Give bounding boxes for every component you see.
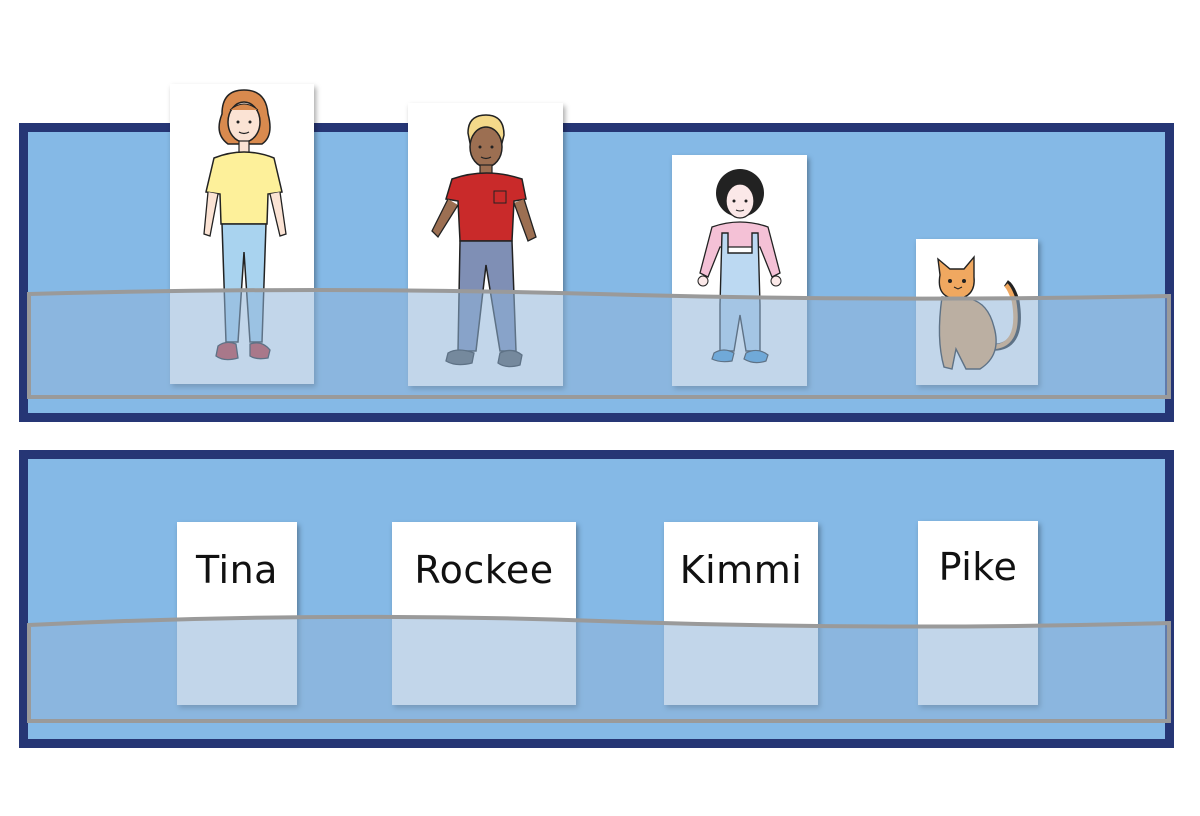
name-card-rockee[interactable]: Rockee [392, 522, 576, 705]
boy-red-shirt-icon [431, 114, 537, 368]
girl-yellow-shirt-icon [203, 89, 287, 361]
picture-card-kimmi[interactable] [672, 155, 807, 386]
orange-cat-icon [937, 255, 1021, 370]
picture-card-tina[interactable] [170, 84, 314, 384]
name-card-tina[interactable]: Tina [177, 522, 297, 705]
picture-card-rockee[interactable] [408, 103, 563, 386]
name-label: Rockee [414, 548, 554, 592]
child-overalls-icon [697, 169, 782, 364]
name-card-pike[interactable]: Pike [918, 521, 1038, 705]
name-label: Kimmi [679, 548, 803, 592]
picture-card-pike[interactable] [916, 239, 1038, 385]
name-label: Tina [196, 548, 278, 592]
name-label: Pike [938, 545, 1018, 589]
name-card-kimmi[interactable]: Kimmi [664, 522, 818, 705]
